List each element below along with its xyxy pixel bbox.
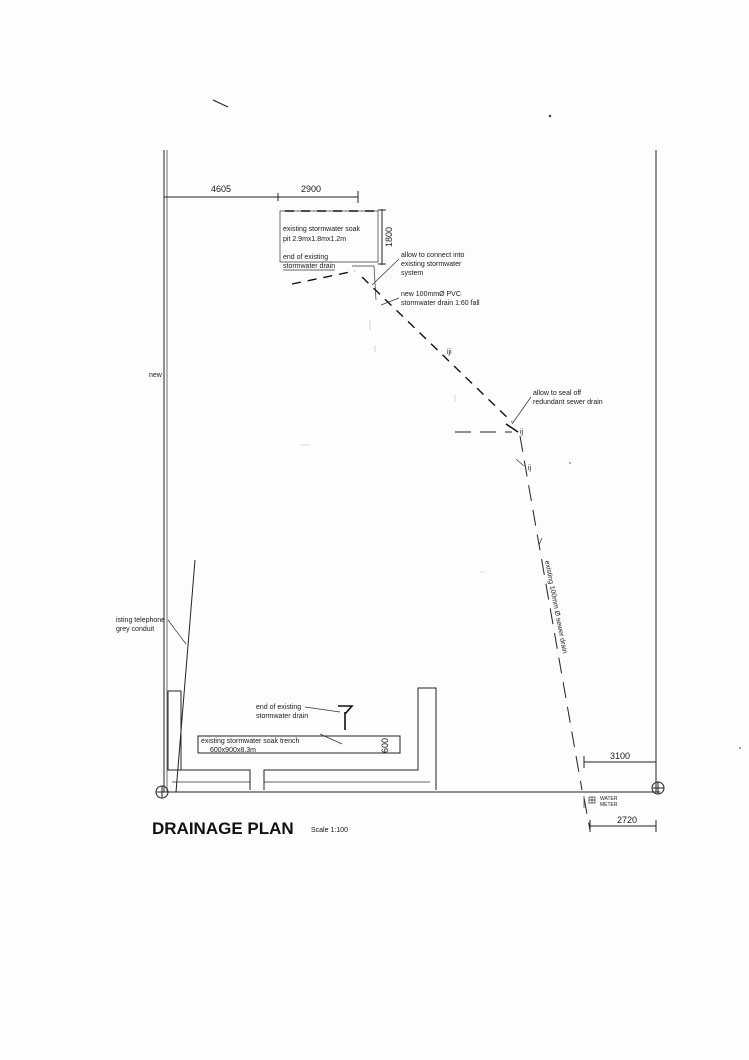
water-meter-cross bbox=[589, 797, 595, 803]
dimension-4605: 4605 bbox=[211, 184, 231, 194]
dimension-2720: 2720 bbox=[617, 815, 637, 825]
new-pvc-label-line2: stormwater drain 1:60 fall bbox=[401, 300, 480, 307]
seal-label-line1: allow to seal off bbox=[533, 390, 581, 397]
telephone-conduit-line bbox=[175, 559, 196, 793]
scan-noise bbox=[300, 320, 485, 573]
seal-leader bbox=[511, 396, 532, 425]
dimension-line-3100 bbox=[583, 756, 657, 768]
sewer-tick bbox=[515, 458, 525, 467]
new-pvc-leader bbox=[380, 297, 400, 306]
trench-label-line2: 600x900x8.3m bbox=[210, 747, 256, 754]
telephone-leader bbox=[167, 619, 187, 645]
trench-label-line1: existing stormwater soak trench bbox=[201, 738, 300, 745]
scan-dot bbox=[548, 114, 552, 118]
connect-label-line1: allow to connect into bbox=[401, 252, 465, 259]
dimension-600: 600 bbox=[380, 738, 390, 753]
water-meter-label-line1: WATER bbox=[600, 796, 618, 802]
seal-off-mark bbox=[505, 423, 519, 433]
water-meter-label-line2: METER bbox=[600, 802, 618, 808]
connect-label-line3: system bbox=[401, 270, 423, 277]
scan-dot bbox=[569, 462, 571, 464]
rear-slab-outline bbox=[181, 687, 437, 790]
end-drain-top-line2: stormwater drain bbox=[283, 263, 335, 270]
dimension-1800: 1800 bbox=[384, 227, 394, 247]
seal-label-line2: redundant sewer drain bbox=[533, 399, 603, 406]
mark-1: ij bbox=[520, 429, 524, 436]
end-drain-bottom-leader bbox=[304, 706, 341, 713]
soak-pit-label-line1: existing stormwater soak bbox=[283, 226, 361, 233]
sewer-arrow bbox=[538, 537, 543, 546]
new-pvc-label-line1: new 100mmØ PVC bbox=[401, 291, 461, 298]
telephone-label-line2: grey conduit bbox=[116, 626, 154, 633]
trench-leader bbox=[319, 733, 343, 745]
top-dimension-ticks bbox=[277, 191, 359, 203]
telephone-label-line1: isting telephone bbox=[116, 617, 165, 624]
dimension-line-2720 bbox=[589, 820, 657, 832]
drawing-scale: Scale 1:100 bbox=[311, 827, 348, 834]
dimension-line-1800 bbox=[378, 209, 386, 265]
right-corner-cross bbox=[652, 782, 664, 794]
sewer-drain-continuation bbox=[583, 797, 591, 831]
existing-stormwater-drain-dashed bbox=[291, 270, 356, 285]
soak-pit-outline bbox=[279, 210, 379, 263]
left-corner-cross bbox=[156, 786, 168, 798]
drawing-title: DRAINAGE PLAN bbox=[152, 819, 294, 838]
end-drain-bottom-line2: stormwater drain bbox=[256, 713, 308, 720]
scan-mark bbox=[212, 99, 229, 108]
drain-junction bbox=[352, 265, 377, 301]
soak-trench-outline bbox=[197, 735, 401, 754]
scan-dot bbox=[739, 747, 741, 749]
new-label: new bbox=[149, 372, 163, 379]
end-drain-bottom-line1: end of existing bbox=[256, 704, 301, 711]
dimension-2900: 2900 bbox=[301, 184, 321, 194]
mark-2: ij bbox=[528, 465, 532, 472]
soak-pit-label-line2: pit 2.9mx1.8mx1.2m bbox=[283, 236, 346, 243]
connect-label-line2: existing stormwater bbox=[401, 261, 462, 268]
existing-sewer-drain bbox=[519, 435, 583, 791]
connect-leader bbox=[371, 258, 400, 286]
new-pvc-stormwater-drain bbox=[361, 276, 513, 423]
drain-end-symbol bbox=[338, 705, 354, 730]
flow-mark: iji bbox=[447, 349, 452, 356]
dimension-3100: 3100 bbox=[610, 751, 630, 761]
end-drain-top-line1: end of existing bbox=[283, 254, 328, 261]
